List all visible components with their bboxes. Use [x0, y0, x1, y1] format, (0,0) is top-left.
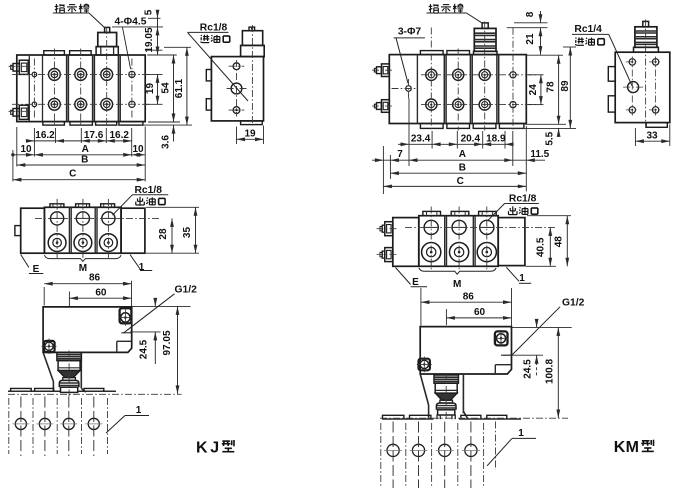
svg-text:Rc1/8: Rc1/8 [135, 185, 163, 196]
svg-text:M: M [79, 263, 87, 274]
svg-text:E: E [33, 264, 40, 275]
svg-text:86: 86 [463, 292, 475, 303]
svg-text:23.4: 23.4 [411, 133, 431, 144]
svg-text:97.05: 97.05 [162, 330, 173, 355]
svg-text:40.5: 40.5 [536, 237, 547, 257]
svg-text:17.6: 17.6 [84, 130, 104, 141]
svg-text:19.05: 19.05 [144, 27, 155, 52]
svg-text:5.5: 5.5 [545, 131, 556, 145]
svg-text:G1/2: G1/2 [175, 285, 198, 296]
svg-text:1: 1 [519, 273, 525, 284]
svg-text:24: 24 [528, 84, 539, 96]
svg-text:100.8: 100.8 [544, 359, 555, 384]
svg-text:24.5: 24.5 [139, 339, 150, 359]
svg-text:3-Φ7: 3-Φ7 [398, 27, 422, 38]
svg-text:18.9: 18.9 [486, 133, 506, 144]
svg-text:M: M [453, 279, 461, 290]
svg-text:19: 19 [244, 129, 256, 140]
svg-text:G1/2: G1/2 [562, 297, 585, 308]
svg-text:78: 78 [545, 81, 556, 93]
svg-text:54: 54 [160, 82, 171, 94]
svg-text:K: K [614, 439, 626, 456]
svg-text:J: J [210, 440, 219, 457]
svg-text:16.2: 16.2 [109, 130, 129, 141]
svg-text:1: 1 [518, 428, 524, 439]
svg-text:C: C [69, 169, 76, 180]
svg-text:K: K [196, 440, 208, 457]
svg-text:E: E [412, 277, 419, 288]
svg-text:16.2: 16.2 [35, 130, 55, 141]
svg-text:8: 8 [525, 11, 536, 17]
svg-text:60: 60 [95, 288, 107, 299]
svg-text:5: 5 [144, 9, 155, 15]
svg-text:1: 1 [139, 262, 145, 273]
svg-text:61.1: 61.1 [174, 78, 185, 98]
svg-text:3.6: 3.6 [161, 135, 172, 149]
svg-text:35: 35 [182, 227, 193, 239]
svg-text:C: C [457, 176, 464, 187]
svg-text:A: A [82, 144, 89, 155]
svg-text:48: 48 [554, 236, 565, 248]
svg-text:20.4: 20.4 [461, 133, 481, 144]
svg-text:28: 28 [158, 228, 169, 240]
svg-text:33: 33 [646, 130, 658, 141]
svg-text:21: 21 [525, 33, 536, 45]
svg-text:10: 10 [132, 144, 144, 155]
svg-text:B: B [81, 155, 88, 166]
svg-text:4-Φ4.5: 4-Φ4.5 [115, 17, 147, 28]
svg-text:7: 7 [397, 149, 403, 160]
svg-text:1: 1 [136, 405, 142, 416]
svg-text:19: 19 [145, 83, 156, 95]
svg-text:M: M [626, 439, 639, 456]
svg-text:60: 60 [474, 307, 486, 318]
svg-text:89: 89 [560, 80, 571, 92]
svg-text:Rc1/4: Rc1/4 [574, 24, 602, 35]
svg-text:10: 10 [20, 144, 32, 155]
svg-text:Rc1/8: Rc1/8 [200, 23, 228, 34]
svg-text:Rc1/8: Rc1/8 [509, 194, 537, 205]
svg-text:11.5: 11.5 [530, 149, 549, 160]
svg-text:B: B [459, 163, 466, 174]
svg-text:A: A [459, 149, 466, 160]
svg-text:86: 86 [89, 273, 101, 284]
svg-text:24.5: 24.5 [522, 359, 533, 379]
